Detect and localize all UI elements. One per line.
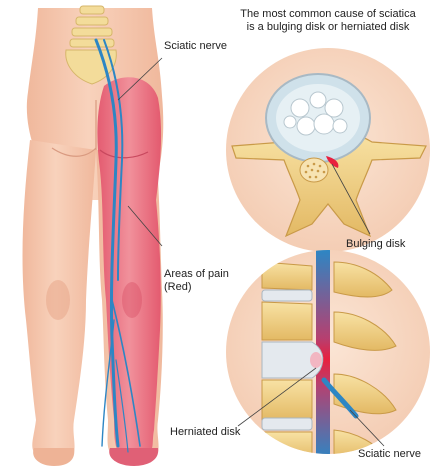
label-herniated-disk: Herniated disk	[170, 426, 241, 438]
lumbar-vertebrae	[69, 5, 115, 48]
leg-figure	[22, 5, 164, 466]
label-sciatic-nerve-top: Sciatic nerve	[164, 40, 227, 52]
spinal-nerve-strip	[316, 250, 330, 454]
disks	[261, 289, 313, 431]
bulge	[326, 156, 339, 168]
label-areas-of-pain-red: (Red)	[164, 281, 192, 293]
herniated-disk-shape	[261, 341, 324, 379]
bulging-disk-circle	[226, 48, 430, 252]
label-areas-of-pain: Areas of pain	[164, 268, 229, 280]
label-bulging-disk: Bulging disk	[346, 238, 406, 250]
sciatic-nerve-path	[94, 38, 141, 453]
spinal-cord	[299, 157, 329, 183]
label-sciatic-nerve-bottom: Sciatic nerve	[358, 448, 421, 460]
diagram-title: The most common cause of sciatica is a b…	[240, 8, 416, 33]
herniated-disk-circle	[226, 250, 430, 454]
